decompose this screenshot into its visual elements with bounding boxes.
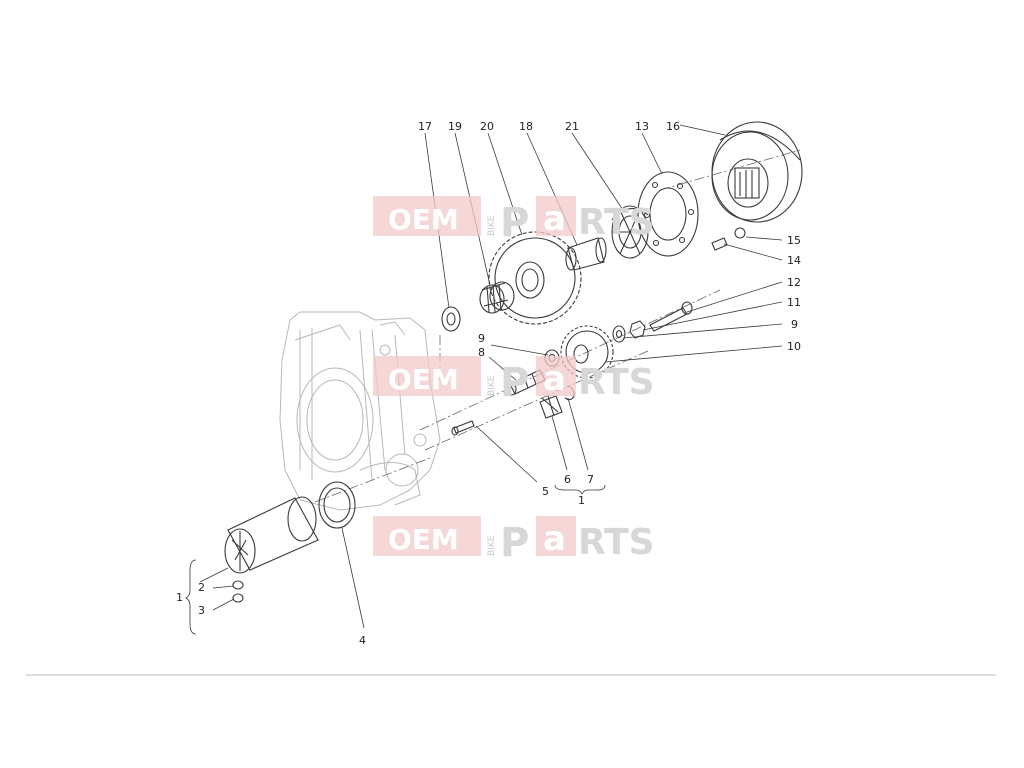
callout-4: 4 bbox=[359, 634, 366, 647]
sprag-clutch-21 bbox=[611, 205, 649, 259]
watermark-rts-text: RTS bbox=[578, 202, 655, 243]
needle-bearing-19 bbox=[479, 281, 515, 314]
watermark-p-text: P bbox=[500, 200, 529, 246]
screw-5 bbox=[451, 420, 475, 436]
flywheel-16 bbox=[711, 121, 803, 223]
pinion-6 bbox=[539, 395, 563, 419]
callout-7: 7 bbox=[587, 473, 594, 486]
callout-14: 14 bbox=[787, 254, 801, 267]
watermark-a-text: a bbox=[543, 199, 566, 239]
callout-5: 5 bbox=[542, 485, 549, 498]
watermark-rts-text: RTS bbox=[578, 362, 655, 403]
gear-20 bbox=[488, 231, 582, 325]
callout-1-starter: 1 bbox=[176, 591, 183, 604]
watermark-bike-text: BIKE bbox=[487, 375, 497, 396]
o-ring-4 bbox=[318, 481, 356, 529]
callout-11: 11 bbox=[787, 296, 801, 309]
callout-15: 15 bbox=[787, 234, 801, 247]
callout-20: 20 bbox=[480, 120, 494, 133]
watermark-rts-text: RTS bbox=[578, 522, 655, 563]
watermark-p-text: P bbox=[500, 360, 529, 406]
watermark-a-text: a bbox=[543, 519, 566, 559]
watermark-bike-text: BIKE bbox=[487, 535, 497, 556]
callout-21: 21 bbox=[565, 120, 579, 133]
watermark-bike-text: BIKE bbox=[487, 215, 497, 236]
watermark-oem-text: OEM bbox=[388, 523, 459, 556]
callout-2: 2 bbox=[198, 581, 205, 594]
watermark-oem-bike-parts-1: OEM BIKE P a RTS bbox=[373, 196, 655, 246]
watermark-oem-bike-parts-2: OEM BIKE P a RTS bbox=[373, 356, 655, 406]
callout-labels: 17 19 20 18 21 13 16 15 14 12 11 9 10 9 … bbox=[176, 120, 801, 647]
callout-6: 6 bbox=[564, 473, 571, 486]
watermark-a-text: a bbox=[543, 359, 566, 399]
washer-9-right bbox=[612, 325, 626, 343]
watermark-oem-bike-parts-3: OEM BIKE P a RTS bbox=[373, 516, 655, 566]
nut-2 bbox=[232, 580, 244, 590]
bolt-15 bbox=[734, 227, 746, 239]
leader-lines bbox=[185, 124, 783, 635]
gear-10 bbox=[560, 325, 614, 379]
callout-1-kit: 1 bbox=[578, 494, 585, 507]
callout-12: 12 bbox=[787, 276, 801, 289]
callout-8: 8 bbox=[478, 346, 485, 359]
watermark-oem-text: OEM bbox=[388, 203, 459, 236]
watermark-p-text: P bbox=[500, 520, 529, 566]
engine-casing-outline bbox=[279, 311, 441, 511]
callout-17: 17 bbox=[418, 120, 432, 133]
washer-17 bbox=[441, 306, 461, 332]
callout-3: 3 bbox=[198, 604, 205, 617]
washer-3 bbox=[232, 593, 244, 603]
nut-11 bbox=[629, 320, 646, 339]
callout-18: 18 bbox=[519, 120, 533, 133]
callout-10: 10 bbox=[787, 340, 801, 353]
screw-12 bbox=[649, 301, 693, 332]
watermark-oem-text: OEM bbox=[388, 363, 459, 396]
callout-9-left: 9 bbox=[478, 332, 485, 345]
starter-motor-1 bbox=[224, 496, 319, 574]
callout-9-right: 9 bbox=[791, 318, 798, 331]
flange-13 bbox=[637, 171, 699, 257]
callout-19: 19 bbox=[448, 120, 462, 133]
callout-13: 13 bbox=[635, 120, 649, 133]
callout-16: 16 bbox=[666, 120, 680, 133]
